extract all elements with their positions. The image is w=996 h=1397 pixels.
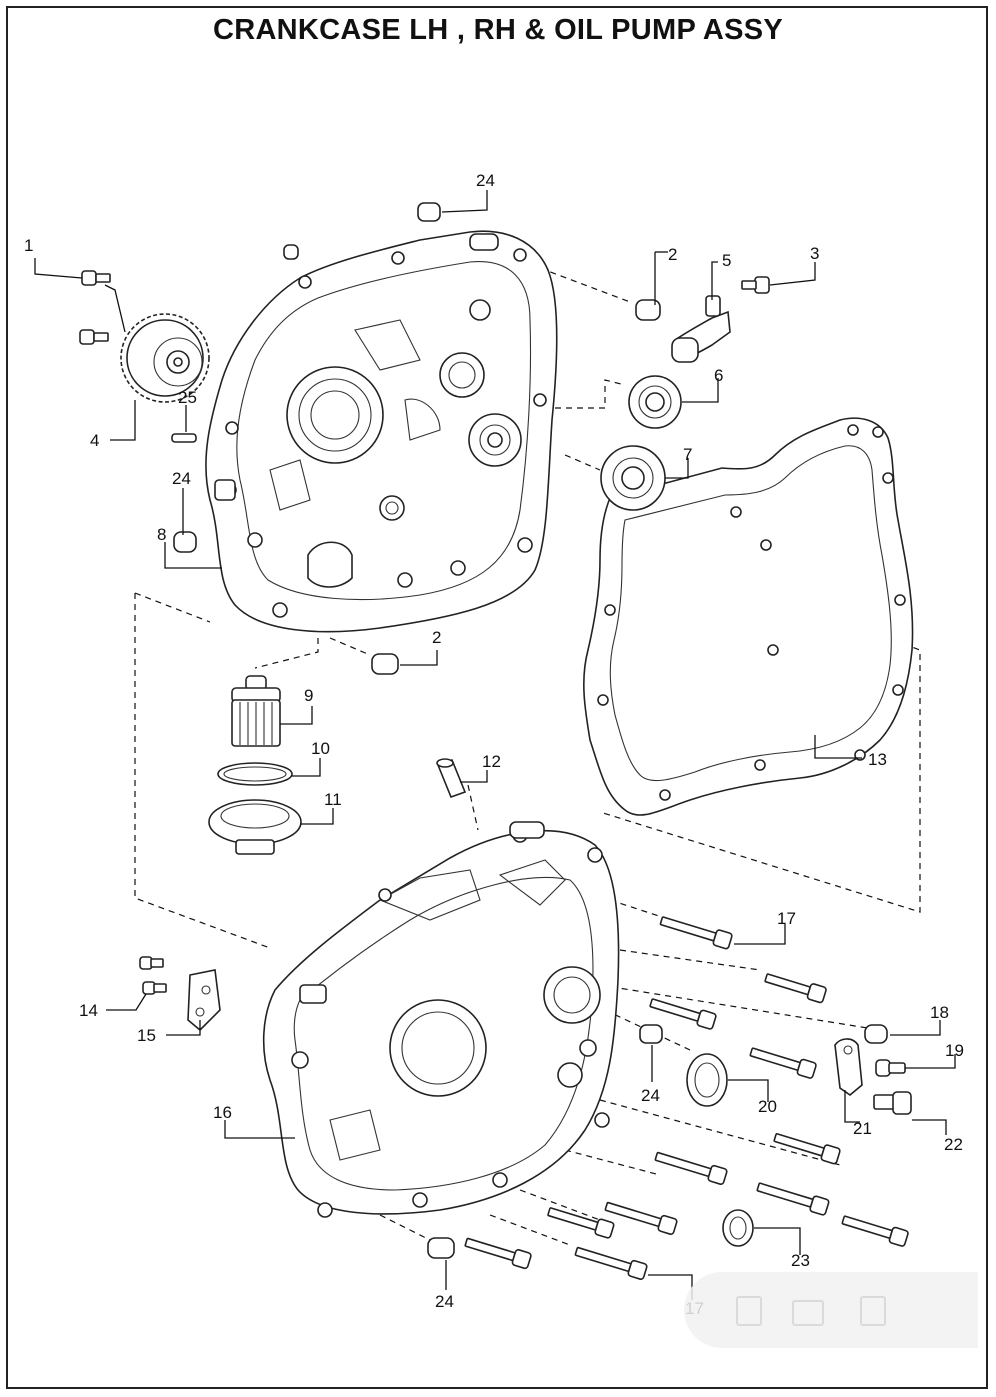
oil-strainer-9-part — [231, 675, 281, 747]
diagram-frame — [6, 6, 988, 1389]
plate-21-part — [834, 1038, 863, 1097]
callout-10: 10 — [311, 739, 330, 758]
callout-2-top: 2 — [668, 245, 677, 264]
callout-11: 11 — [324, 790, 342, 809]
leader-lines — [34, 190, 956, 1300]
callout-7: 7 — [683, 445, 692, 464]
oil-seal-23-part — [722, 1209, 754, 1247]
print-icon[interactable] — [792, 1300, 824, 1326]
callout-17-top: 17 — [777, 909, 796, 928]
crankcase-lh-part — [205, 230, 558, 633]
pipe-12-part — [436, 758, 467, 799]
sensor-5-part — [671, 295, 731, 363]
bolt-14-parts — [139, 956, 167, 995]
callout-21: 21 — [853, 1119, 872, 1138]
dowel-parts — [173, 202, 888, 1259]
callout-23: 23 — [791, 1251, 810, 1270]
gasket-part — [583, 417, 914, 816]
callout-4: 4 — [90, 431, 99, 450]
callout-1: 1 — [24, 236, 33, 255]
callout-20: 20 — [758, 1097, 777, 1116]
bearing-7-part — [600, 445, 666, 511]
o-ring-10-part — [217, 762, 293, 786]
callout-6: 6 — [714, 366, 723, 385]
callout-24-left: 24 — [172, 469, 191, 488]
callout-15: 15 — [137, 1026, 156, 1045]
callout-3: 3 — [810, 244, 819, 263]
bolt-1-parts — [79, 270, 111, 345]
bolt-19-part — [875, 1059, 906, 1077]
crankcase-rh-part — [262, 821, 620, 1218]
bracket-15-part — [187, 969, 221, 1032]
callout-8: 8 — [157, 525, 166, 544]
page-icon[interactable] — [860, 1296, 886, 1326]
long-bolt-17-parts — [464, 916, 909, 1280]
oil-pump-gear-part — [120, 313, 210, 403]
callout-12: 12 — [482, 752, 501, 771]
callout-25: 25 — [178, 388, 197, 407]
bolt-3-part — [741, 276, 770, 294]
callout-13: 13 — [868, 750, 887, 769]
callout-19: 19 — [945, 1041, 964, 1060]
callout-2-mid: 2 — [432, 628, 441, 647]
pin-25-part — [171, 433, 197, 443]
drain-plug-22-part — [873, 1091, 912, 1115]
callout-14: 14 — [79, 1001, 98, 1020]
page-title: CRANKCASE LH , RH & OIL PUMP ASSY — [212, 14, 784, 46]
strainer-cap-11-part — [208, 799, 302, 855]
callout-24-bottom: 24 — [435, 1292, 454, 1311]
bearing-6-part — [628, 375, 682, 429]
callout-16: 16 — [213, 1103, 232, 1122]
callout-24-top: 24 — [476, 171, 495, 190]
callout-5: 5 — [722, 251, 731, 270]
callout-24-mid: 24 — [641, 1086, 660, 1105]
oil-seal-20-part — [686, 1053, 728, 1107]
callout-labels: 1 2 3 4 5 6 7 8 2 9 10 11 12 13 14 15 16… — [24, 171, 964, 1318]
viewer-toolbar — [684, 1272, 978, 1348]
save-icon[interactable] — [736, 1296, 762, 1326]
callout-22: 22 — [944, 1135, 963, 1154]
callout-9: 9 — [304, 686, 313, 705]
callout-18: 18 — [930, 1003, 949, 1022]
